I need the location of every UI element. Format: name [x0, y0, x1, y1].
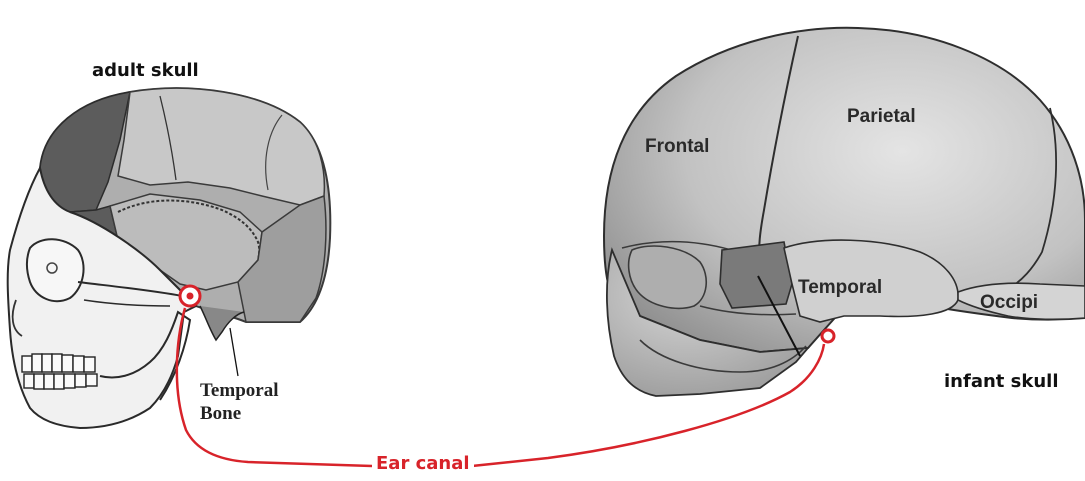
- adult-upper-teeth: [22, 354, 95, 372]
- adult-temporal-pointer-line: [230, 328, 238, 376]
- adult-orbit: [27, 239, 84, 301]
- infant-skull-title: infant skull: [944, 371, 1059, 392]
- adult-temporal-label-line2: Bone: [200, 402, 278, 425]
- adult-lower-teeth: [24, 374, 97, 389]
- infant-parietal-label: Parietal: [847, 106, 916, 128]
- adult-skull: [8, 88, 331, 428]
- adult-temporal-bone-label: Temporal Bone: [200, 379, 278, 425]
- adult-mastoid-process: [200, 306, 244, 340]
- infant-ear-canal-marker: [822, 330, 834, 342]
- adult-temporal-label-line1: Temporal: [200, 379, 278, 402]
- infant-sphenoid-bone: [720, 242, 792, 308]
- infant-skull: [604, 28, 1085, 396]
- infant-occipital-label: Occipi: [980, 292, 1038, 314]
- adult-ear-canal-dot: [187, 293, 194, 300]
- adult-skull-title: adult skull: [92, 60, 199, 81]
- ear-canal-label: Ear canal: [372, 453, 474, 474]
- infant-temporal-label: Temporal: [798, 277, 882, 299]
- infant-frontal-label: Frontal: [645, 136, 709, 158]
